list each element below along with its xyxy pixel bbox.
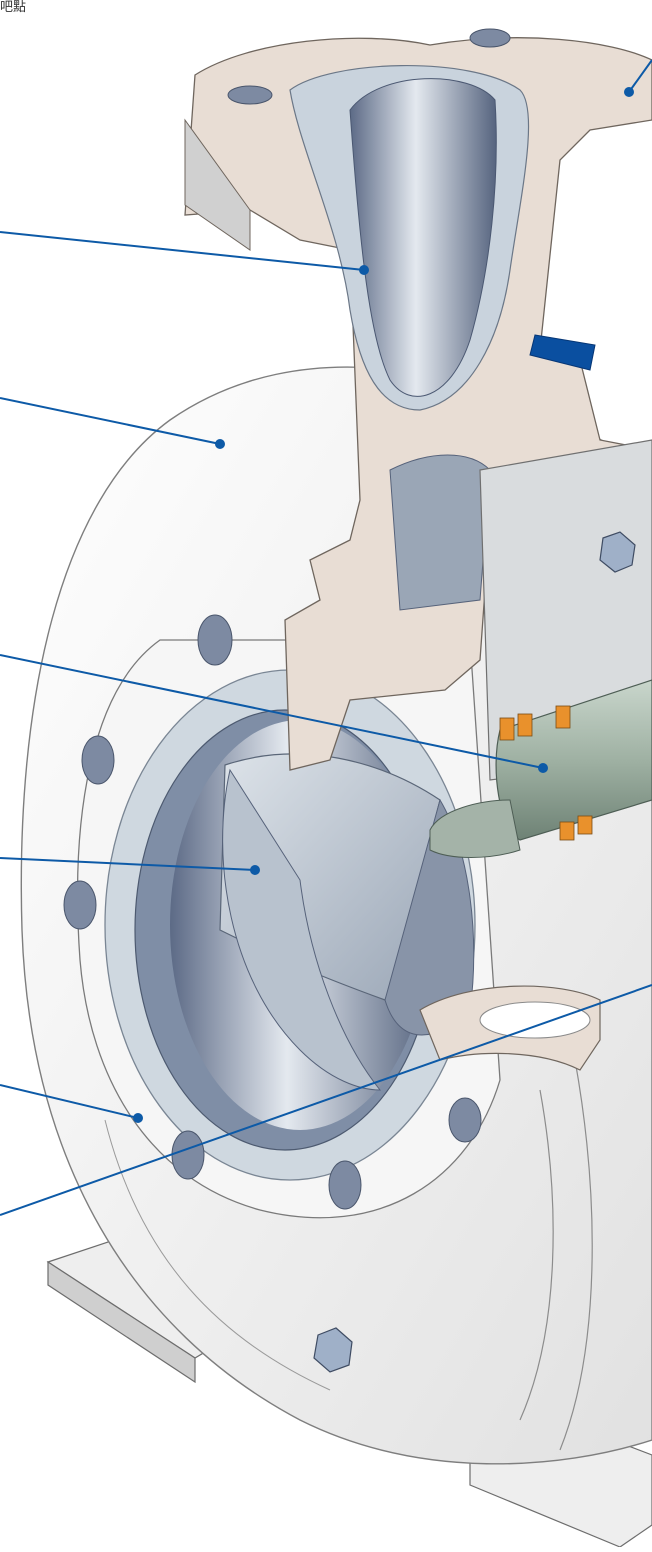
bolt-hole-icon (469, 28, 511, 48)
bolt-hole-icon (63, 880, 97, 930)
bolt-hole-icon (328, 1160, 362, 1210)
leader-discharge-flange (628, 59, 652, 93)
hex-bolt-icon (313, 1327, 353, 1373)
callout-leaders (0, 59, 652, 1216)
wear-ring-section (419, 985, 601, 1071)
hex-bolt-icon (599, 531, 636, 573)
leader-suction-flange (0, 1084, 139, 1119)
leader-impeller (0, 857, 256, 871)
corner-caption: 吧點 (0, 0, 27, 14)
bolt-hole-icon (227, 85, 273, 105)
leader-discharge-nozzle (0, 231, 365, 271)
leader-shaft (0, 654, 544, 769)
leader-wear-ring (0, 984, 652, 1216)
bolt-hole-icon (171, 1130, 205, 1180)
leader-discharge-nozzle-dot (359, 265, 369, 275)
casing-section (184, 37, 652, 781)
impeller (219, 753, 475, 1091)
leader-casing-dot (215, 439, 225, 449)
bolt-hole-icon (448, 1097, 482, 1143)
bolt-hole-icon (197, 614, 233, 666)
leader-impeller-dot (250, 865, 260, 875)
leader-discharge-flange-dot (624, 87, 634, 97)
bolt-hole-icon (81, 735, 115, 785)
leader-suction-flange-dot (133, 1113, 143, 1123)
leader-casing (0, 397, 221, 445)
shaft-assembly (429, 679, 652, 858)
leader-shaft-dot (538, 763, 548, 773)
bolt-holes (63, 28, 511, 1210)
packing-rings (499, 705, 593, 841)
